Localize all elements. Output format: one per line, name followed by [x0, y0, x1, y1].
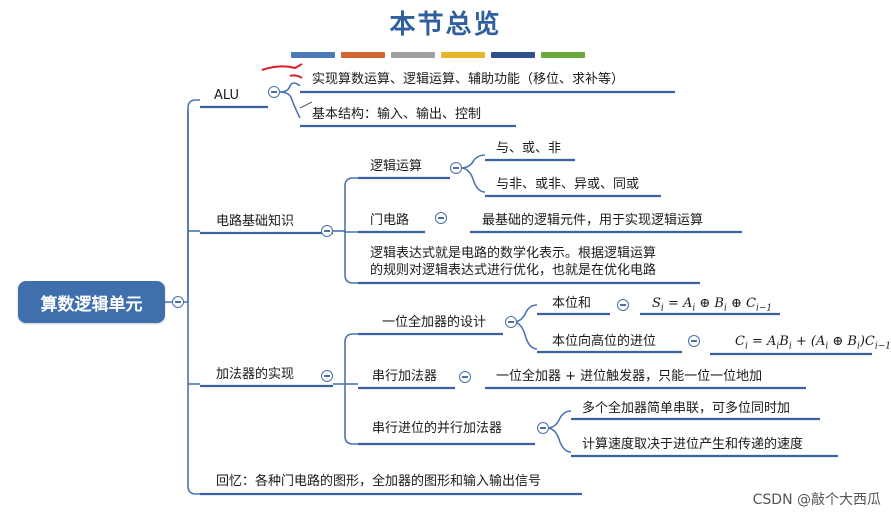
node-carry[interactable]: 本位向高位的进位: [552, 334, 657, 349]
node-logic-op[interactable]: 逻辑运算: [370, 159, 423, 174]
node-adder[interactable]: 加法器的实现: [216, 367, 295, 382]
node-gate-desc[interactable]: 最基础的逻辑元件，用于实现逻辑运算: [482, 213, 704, 228]
node-expr-line1[interactable]: 逻辑表达式就是电路的数学化表示。根据逻辑运算: [370, 246, 657, 261]
color-swatch: [541, 52, 585, 58]
collapse-icon[interactable]: [617, 299, 629, 311]
collapse-icon[interactable]: [321, 370, 333, 382]
color-swatch: [491, 52, 535, 58]
node-expr-line2[interactable]: 的规则对逻辑表达式进行优化，也就是在优化电路: [370, 263, 657, 278]
node-and-or-not[interactable]: 与、或、非: [496, 141, 562, 156]
collapse-icon[interactable]: [537, 422, 549, 434]
node-circuit-basics[interactable]: 电路基础知识: [216, 214, 295, 229]
node-parallel-child2[interactable]: 计算速度取决于进位产生和传递的速度: [582, 437, 804, 452]
collapse-icon[interactable]: [505, 316, 517, 328]
color-swatch: [291, 52, 335, 58]
collapse-icon[interactable]: [688, 335, 700, 347]
collapse-icon[interactable]: [435, 212, 447, 224]
node-sum[interactable]: 本位和: [552, 296, 592, 311]
collapse-icon[interactable]: [459, 371, 471, 383]
node-gate[interactable]: 门电路: [370, 213, 410, 228]
carry-formula: Ci = AiBi + (Ai ⊕ Bi)Ci−1: [735, 334, 891, 352]
root-node[interactable]: 算数逻辑单元: [18, 281, 165, 323]
collapse-icon[interactable]: [172, 296, 184, 308]
node-nand-nor-xor[interactable]: 与非、或非、异或、同或: [496, 177, 640, 192]
node-parallel-adder[interactable]: 串行进位的并行加法器: [372, 421, 503, 436]
color-swatch: [441, 52, 485, 58]
collapse-icon[interactable]: [450, 162, 462, 174]
page-title: 本节总览: [389, 10, 502, 40]
collapse-icon[interactable]: [268, 86, 280, 98]
node-alu-structure[interactable]: 基本结构：输入、输出、控制: [312, 107, 482, 122]
node-alu[interactable]: ALU: [214, 88, 240, 103]
node-full-adder[interactable]: 一位全加器的设计: [382, 315, 487, 330]
watermark: CSDN @敲个大西瓜: [752, 492, 881, 508]
sum-formula: Si = Ai ⊕ Bi ⊕ Ci−1: [652, 296, 773, 314]
color-swatch: [391, 52, 435, 58]
node-alu-function[interactable]: 实现算数运算、逻辑运算、辅助功能（移位、求补等）: [312, 72, 625, 87]
node-serial-desc[interactable]: 一位全加器 + 进位触发器，只能一位一位地加: [496, 369, 763, 384]
collapse-icon[interactable]: [321, 225, 333, 237]
node-serial-adder[interactable]: 串行加法器: [372, 369, 438, 384]
color-swatch: [341, 52, 385, 58]
node-parallel-child1[interactable]: 多个全加器简单串联，可多位同时加: [582, 401, 791, 416]
node-recall[interactable]: 回忆：各种门电路的图形，全加器的图形和输入输出信号: [216, 474, 542, 489]
